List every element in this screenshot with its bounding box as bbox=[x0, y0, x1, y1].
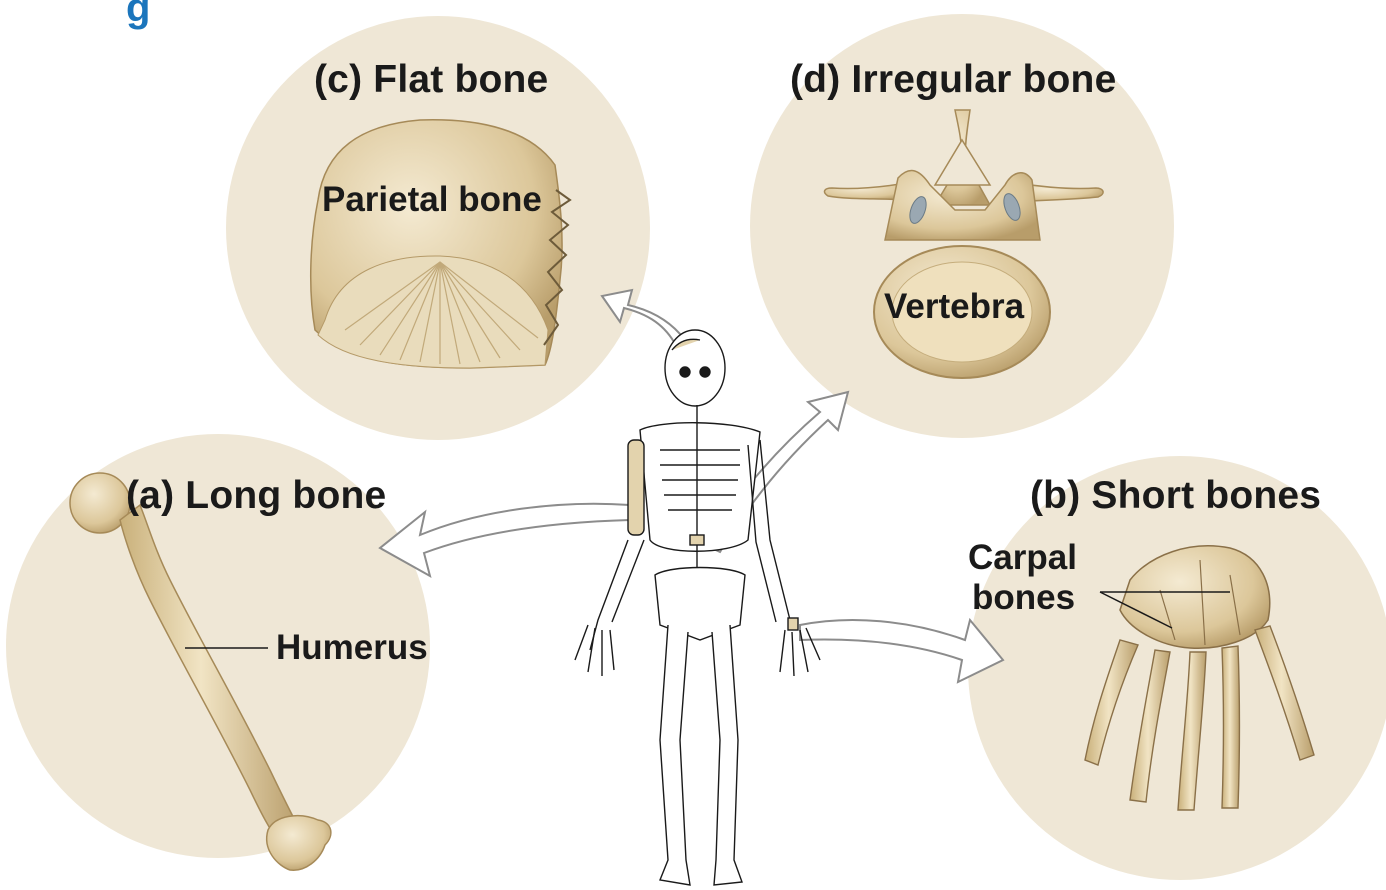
carpal-bones-label-line2: bones bbox=[972, 578, 1075, 618]
skeleton-figure bbox=[575, 330, 820, 885]
carpal-bones-label-line1: Carpal bbox=[968, 538, 1077, 578]
parietal-bone-illustration bbox=[311, 120, 570, 368]
parietal-bone-label: Parietal bone bbox=[322, 180, 542, 220]
short-bones-title: (b) Short bones bbox=[1030, 474, 1321, 518]
irregular-bone-title: (d) Irregular bone bbox=[790, 58, 1116, 102]
arrow-to-long-bone bbox=[380, 504, 630, 576]
humerus-label: Humerus bbox=[276, 628, 428, 668]
short-bones-circle bbox=[968, 456, 1386, 880]
flat-bone-title: (c) Flat bone bbox=[314, 58, 548, 102]
long-bone-title: (a) Long bone bbox=[126, 474, 386, 518]
vertebra-label: Vertebra bbox=[884, 287, 1024, 327]
arrow-to-short-bones bbox=[800, 620, 1003, 682]
